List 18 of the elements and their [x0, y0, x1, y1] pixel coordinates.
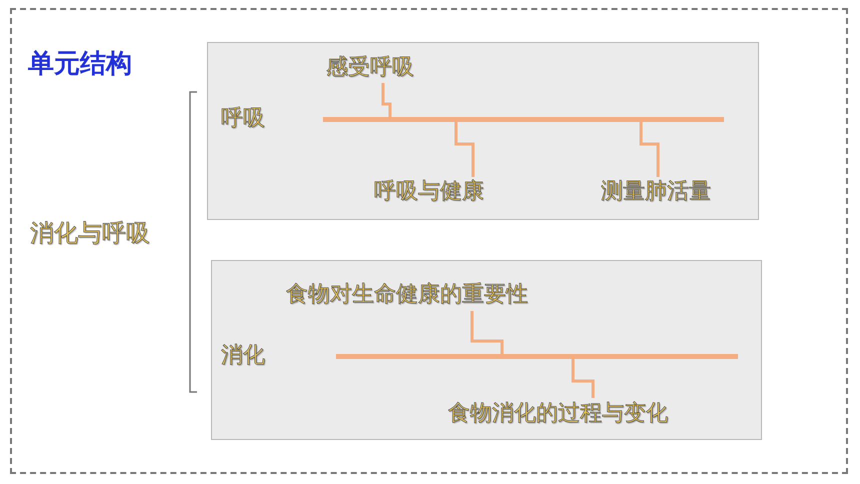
subtopic-label: 食物消化的过程与变化: [448, 398, 668, 430]
connector-line: [640, 122, 660, 177]
connector-line: [382, 83, 392, 117]
panel-heading: 呼吸: [221, 105, 265, 133]
connector-line: [454, 122, 474, 177]
timeline-bar: [336, 354, 738, 359]
timeline-bar: [323, 117, 724, 122]
connector-line: [572, 359, 594, 398]
title: 单元结构: [28, 48, 132, 81]
topic-label: 消化与呼吸: [30, 216, 150, 250]
subtopic-label: 食物对生命健康的重要性: [286, 279, 528, 311]
panel-box: [211, 260, 762, 440]
subtopic-label: 测量肺活量: [601, 177, 711, 207]
panel-heading: 消化: [221, 342, 265, 370]
subtopic-label: 呼吸与健康: [374, 177, 484, 207]
connector-line: [470, 311, 504, 354]
subtopic-label: 感受呼吸: [326, 53, 414, 83]
panel-box: [207, 42, 759, 220]
